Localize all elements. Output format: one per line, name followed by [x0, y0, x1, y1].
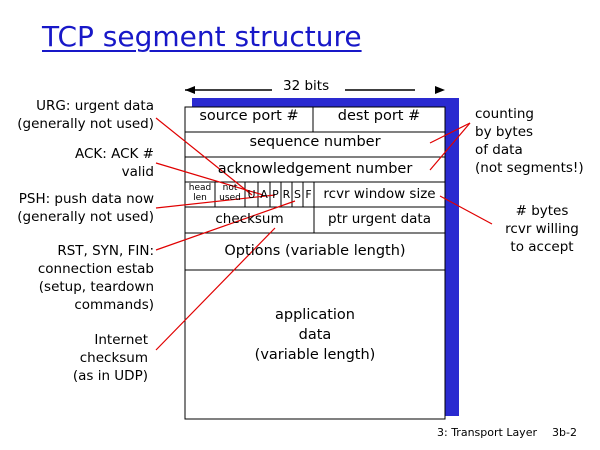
label-bytes-line1: # bytes [515, 203, 569, 219]
label-internet-line2: checksum [79, 350, 148, 366]
label-ack: ACK: ACK # valid [75, 145, 154, 181]
width-arrow-left-head [185, 86, 195, 94]
flag-syn: S [294, 188, 301, 201]
flag-fin: F [305, 188, 312, 201]
label-counting-line1: counting [475, 106, 534, 122]
field-window: rcvr window size [323, 186, 436, 202]
label-counting: counting by bytes of data (not segments!… [475, 105, 584, 177]
label-ack-line1: ACK: ACK # [75, 146, 154, 162]
label-counting-line3: of data [475, 142, 523, 158]
label-psh-line2: (generally not used) [17, 209, 154, 225]
app-data-line2: data [298, 327, 332, 343]
pointer-bytes [439, 195, 493, 225]
flag-ack: A [260, 188, 268, 201]
field-urgent-ptr: ptr urgent data [328, 211, 431, 227]
app-data-line3: (variable length) [254, 347, 376, 363]
label-counting-line4: (not segments!) [475, 160, 584, 176]
field-options: Options (variable length) [224, 243, 406, 259]
segment-box [184, 106, 446, 420]
field-ack-number: acknowledgement number [217, 161, 413, 177]
field-app-data: application data (variable length) [185, 305, 445, 365]
pointer-internet [155, 227, 276, 351]
label-bytes-line2: rcvr willing [505, 221, 579, 237]
label-internet-line1: Internet [94, 332, 148, 348]
label-rst-line1: RST, SYN, FIN: [57, 243, 154, 259]
label-psh: PSH: push data now (generally not used) [17, 190, 154, 226]
not-used-line2: used [219, 193, 241, 203]
label-rst-line4: commands) [74, 297, 154, 313]
pointer-counting-1 [429, 122, 471, 144]
flag-urg: U [247, 188, 256, 201]
label-urg-line1: URG: urgent data [36, 98, 154, 114]
pointer-rst [155, 200, 296, 251]
label-counting-line2: by bytes [475, 124, 534, 140]
pointer-counting-2 [429, 122, 471, 171]
pointer-psh [155, 194, 276, 209]
label-psh-line1: PSH: push data now [18, 191, 154, 207]
pointer-urg [155, 117, 253, 196]
label-urg-line2: (generally not used) [17, 116, 154, 132]
flag-rst: R [282, 188, 291, 201]
field-dest-port: dest port # [337, 108, 421, 124]
label-urg: URG: urgent data (generally not used) [17, 97, 154, 133]
label-ack-line2: valid [121, 164, 154, 180]
footer-slide-number: 3b-2 [552, 426, 577, 439]
head-len-line1: head [188, 183, 212, 193]
width-label: 32 bits [283, 78, 330, 94]
label-bytes: # bytes rcvr willing to accept [492, 202, 592, 256]
pointer-ack [155, 162, 264, 196]
app-data-line1: application [275, 307, 355, 323]
head-len-line2: len [193, 193, 207, 203]
footer-chapter: 3: Transport Layer [437, 426, 537, 439]
field-source-port: source port # [199, 108, 299, 124]
label-rst: RST, SYN, FIN: connection estab (setup, … [38, 242, 154, 314]
field-head-len: head len [185, 183, 215, 203]
label-bytes-line3: to accept [510, 239, 574, 255]
field-checksum: checksum [215, 211, 284, 227]
width-arrow-right-head [435, 86, 445, 94]
field-not-used: not used [215, 183, 245, 203]
label-rst-line3: (setup, teardown [38, 279, 154, 295]
label-internet: Internet checksum (as in UDP) [73, 331, 148, 385]
flag-psh: P [272, 188, 279, 201]
page-title: TCP segment structure [42, 20, 362, 53]
label-rst-line2: connection estab [37, 261, 154, 277]
label-internet-line3: (as in UDP) [72, 368, 148, 384]
not-used-line1: not [222, 183, 238, 193]
field-sequence-number: sequence number [249, 134, 381, 150]
